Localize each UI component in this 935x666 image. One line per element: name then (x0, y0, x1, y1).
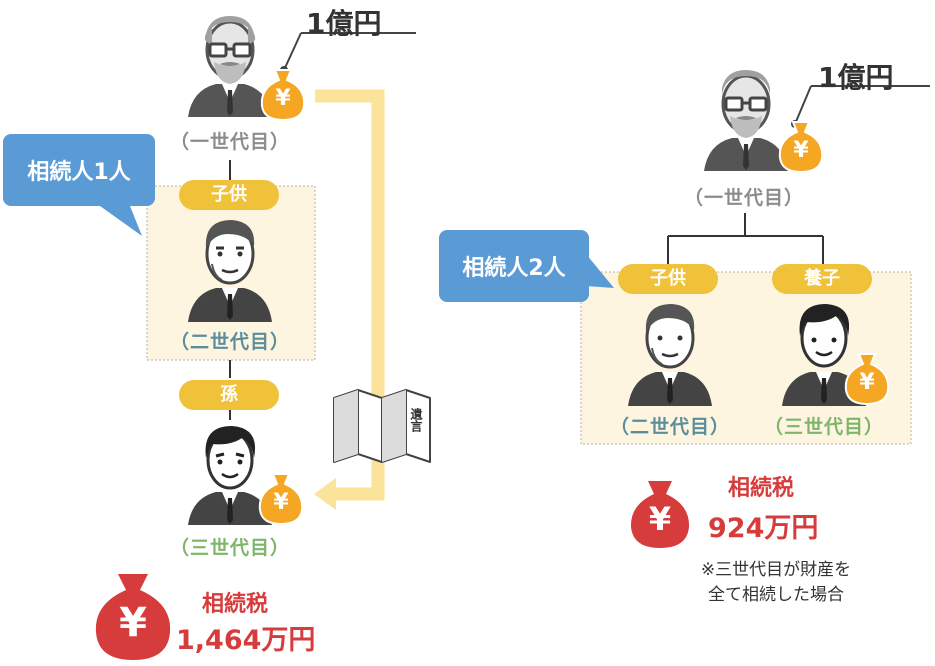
right-gen2-label: （二世代目） (609, 416, 730, 438)
elderly-man-icon (704, 70, 788, 171)
money-bag-icon: ¥ (776, 118, 826, 174)
right-gen3-label: （三世代目） (763, 416, 884, 438)
right-adopted-pill: 養子 (772, 264, 872, 294)
right-tax-amount: 924万円 (708, 513, 819, 544)
middle-aged-man-icon (188, 220, 272, 322)
right-note: ※三世代目が財産を 全て相続した場合 (660, 558, 892, 608)
right-amount-pointer (794, 85, 812, 125)
left-tax-amount: 1,464万円 (176, 625, 316, 656)
right-tax-label: 相続税 (728, 476, 795, 501)
left-child-pill: 子供 (179, 180, 279, 210)
left-gen2-label: （二世代目） (169, 331, 290, 353)
right-inheritance-amount: 1億円 (818, 61, 894, 94)
left-tax-label: 相続税 (202, 592, 269, 617)
young-man-icon (188, 426, 272, 525)
right-child-pill: 子供 (618, 264, 718, 294)
bequest-arrow (314, 89, 385, 510)
elderly-man-icon (188, 16, 272, 117)
left-bubble-tail (100, 206, 142, 236)
right-heir-bubble: 相続人2人 (439, 230, 589, 302)
right-note-line1: ※三世代目が財産を (700, 560, 852, 580)
money-bag-icon: ¥ (842, 350, 892, 406)
right-bubble-tail (586, 254, 614, 288)
left-gen3-label: （三世代目） (169, 537, 290, 559)
young-man-icon (782, 304, 866, 406)
middle-aged-man-icon (628, 304, 712, 406)
money-bag-icon: ¥ (256, 470, 306, 526)
tax-money-bag-icon: ¥ (628, 478, 692, 550)
left-gen1-label: （一世代目） (169, 131, 290, 153)
will-document-icon (333, 389, 431, 463)
money-bag-icon: ¥ (258, 66, 308, 122)
will-label: 遺言 (409, 408, 423, 432)
tax-money-bag-icon: ¥ (92, 570, 174, 662)
left-heir-bubble: 相続人1人 (3, 134, 155, 206)
right-heir-box (580, 271, 912, 445)
right-note-line2: 全て相続した場合 (708, 585, 844, 605)
left-grandchild-pill: 孫 (179, 380, 279, 410)
right-gen1-label: （一世代目） (683, 187, 804, 209)
left-inheritance-amount: 1億円 (306, 7, 382, 40)
left-amount-pointer (283, 32, 302, 71)
